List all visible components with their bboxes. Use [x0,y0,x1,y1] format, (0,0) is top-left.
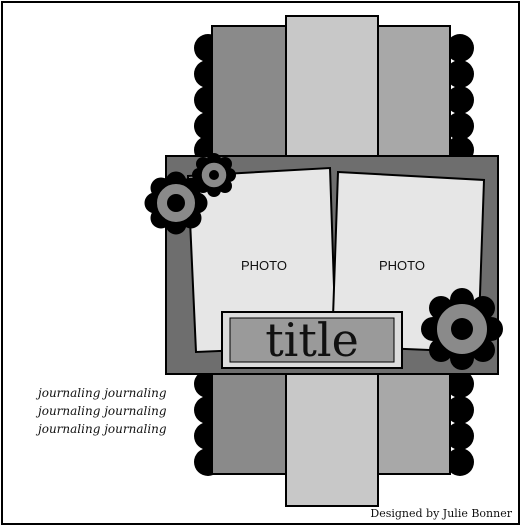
bottom-strip-center [286,374,378,506]
photo-label-1: PHOTO [241,258,287,273]
journaling-line-2: journaling journaling [35,404,167,418]
bottom-strip-left [212,374,286,474]
flower-embellishment-small-left [192,153,236,197]
bottom-strip-right [378,374,450,474]
journaling-line-1: journaling journaling [35,386,167,400]
top-strip-right [378,26,450,156]
top-strip-center [286,16,378,156]
journaling-block: journaling journaling journaling journal… [35,386,167,436]
top-strip-left [212,26,286,156]
designer-credit: Designed by Julie Bonner [370,507,512,520]
flower-embellishment-large-right [421,288,503,370]
journaling-line-3: journaling journaling [35,422,167,436]
photo-label-2: PHOTO [379,258,425,273]
title-text: title [265,313,359,367]
